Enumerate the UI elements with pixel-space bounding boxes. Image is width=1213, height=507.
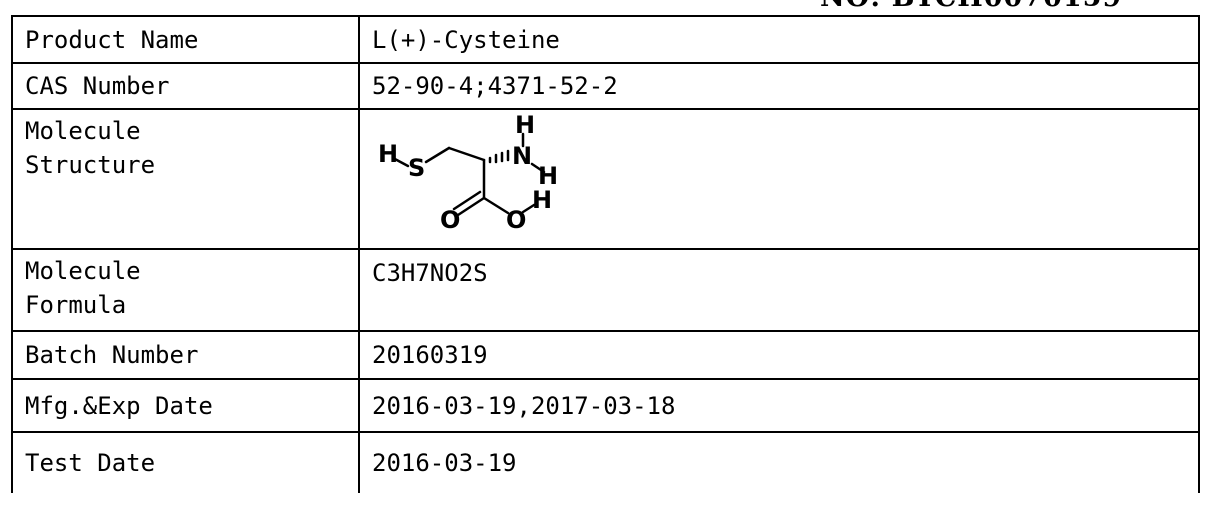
table-row-batch-number: Batch Number 20160319: [11, 330, 1200, 380]
molecule-formula-label-line-2: Formula: [25, 291, 127, 319]
molecule-structure-cell: H S H N H O O H: [358, 108, 1200, 250]
product-spec-table: Product Name L(+)-Cysteine CAS Number 52…: [11, 15, 1200, 493]
table-row-test-date: Test Date 2016-03-19: [11, 431, 1200, 493]
atom-oxygen-double: O: [440, 206, 460, 234]
molecule-formula-value: C3H7NO2S: [372, 259, 488, 287]
atom-h-amine-top: H: [515, 112, 535, 139]
atom-nitrogen: N: [512, 142, 532, 170]
table-row-cas-number: CAS Number 52-90-4;4371-52-2: [11, 62, 1200, 110]
test-date-value: 2016-03-19: [358, 431, 1200, 493]
molecule-structure-label-line-1: Molecule: [25, 117, 141, 145]
bond-s-c1: [424, 146, 451, 164]
bond-o-h: [521, 203, 536, 214]
molecule-formula-label-line-1: Molecule: [25, 257, 141, 285]
bond-c3-o-double-b: [452, 190, 482, 211]
cas-number-label: CAS Number: [11, 62, 360, 110]
table-row-molecule-formula: Molecule Formula C3H7NO2S: [11, 248, 1200, 332]
bond-h-s: [391, 156, 410, 168]
atom-h-hydroxyl: H: [532, 186, 552, 214]
cas-number-value: 52-90-4;4371-52-2: [358, 62, 1200, 110]
bond-n-h-right: [530, 162, 546, 174]
product-name-label: Product Name: [11, 15, 360, 64]
table-row-product-name: Product Name L(+)-Cysteine: [11, 15, 1200, 64]
table-row-molecule-structure: Molecule Structure: [11, 108, 1200, 250]
document-number: NO: BYCH0070159: [820, 0, 1122, 13]
bond-c1-c2: [447, 146, 486, 162]
mfg-exp-date-value: 2016-03-19,2017-03-18: [358, 378, 1200, 433]
atom-oxygen-hydroxyl: O: [506, 206, 526, 234]
table-row-mfg-exp-date: Mfg.&Exp Date 2016-03-19,2017-03-18: [11, 378, 1200, 433]
bond-c3-o-double-a: [456, 196, 486, 217]
molecule-structure-label-cell: Molecule Structure: [11, 108, 360, 250]
atom-h-sulfur: H: [378, 140, 398, 168]
molecule-formula-cell: C3H7NO2S: [358, 248, 1200, 332]
molecule-formula-label-cell: Molecule Formula: [11, 248, 360, 332]
atom-sulfur: S: [408, 154, 425, 182]
hashed-wedge-bond: [488, 149, 510, 164]
bond-c3-oh: [482, 196, 510, 215]
test-date-label: Test Date: [11, 431, 360, 493]
molecule-structure-label-line-2: Structure: [25, 151, 156, 179]
mfg-exp-date-label: Mfg.&Exp Date: [11, 378, 360, 433]
batch-number-label: Batch Number: [11, 330, 360, 380]
batch-number-value: 20160319: [358, 330, 1200, 380]
atom-h-amine-right: H: [538, 162, 558, 190]
product-name-value: L(+)-Cysteine: [358, 15, 1200, 64]
molecule-structure-diagram: H S H N H O O H: [378, 112, 558, 234]
